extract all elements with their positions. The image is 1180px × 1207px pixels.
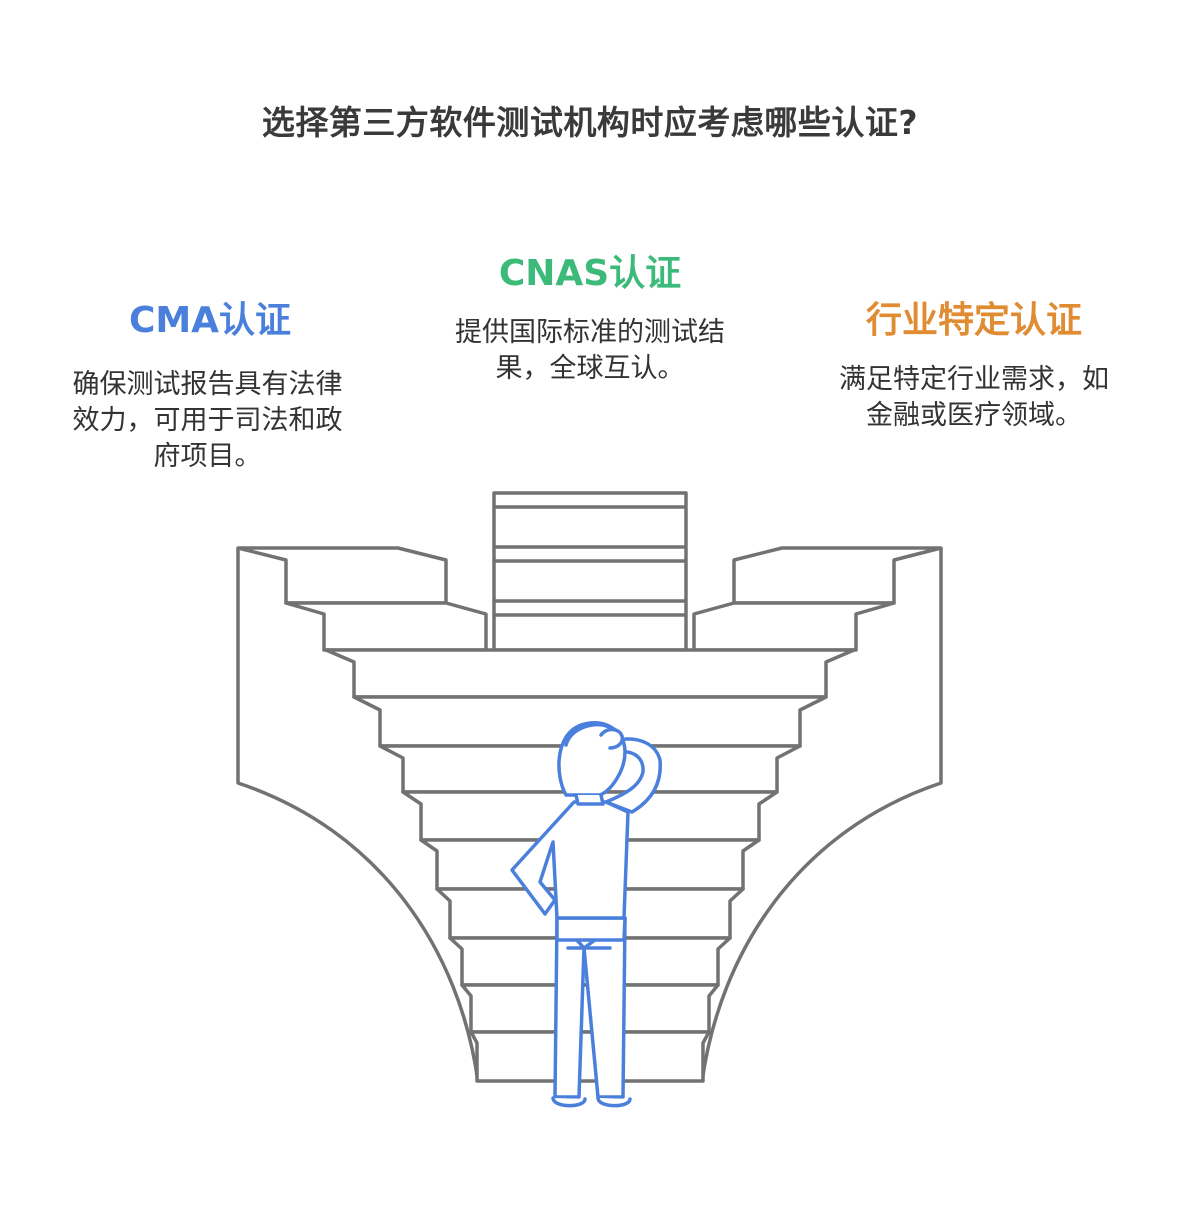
right-stair-top — [732, 546, 943, 605]
thinking-person-icon — [510, 721, 662, 1108]
cma-description: 确保测试报告具有法律 效力，可用于司法和政 府项目。 — [55, 367, 360, 475]
industry-description: 满足特定行业需求，如 金融或医疗领域。 — [818, 362, 1130, 434]
right-shoe — [596, 1096, 632, 1108]
cma-heading: CMA认证 — [128, 300, 292, 341]
industry-heading: 行业特定认证 — [865, 300, 1082, 341]
cma-description-line: 效力，可用于司法和政 — [72, 405, 343, 436]
funnel-step — [469, 1030, 711, 1083]
cnas-description: 提供国际标准的测试结 果，全球互认。 — [438, 315, 742, 387]
industry-description-line: 满足特定行业需求，如 — [839, 364, 1109, 395]
hand — [599, 727, 625, 750]
right-stair-step — [692, 601, 896, 652]
cnas-description-line: 提供国际标准的测试结 — [455, 317, 725, 348]
right-wall — [700, 548, 943, 1083]
page-title: 选择第三方软件测试机构时应考虑哪些认证? — [261, 103, 919, 142]
left-wall — [236, 548, 480, 1083]
industry-description-line: 金融或医疗领域。 — [866, 400, 1082, 431]
cma-description-line: 府项目。 — [153, 441, 262, 472]
cnas-heading: CNAS认证 — [498, 253, 682, 294]
left-stair-step — [284, 601, 488, 652]
funnel-step — [324, 648, 856, 699]
left-shoe — [551, 1096, 587, 1108]
left-stair-top — [236, 546, 448, 605]
center-stack-block — [492, 491, 688, 652]
neck — [574, 793, 605, 806]
cnas-description-line: 果，全球互认。 — [495, 353, 685, 384]
cma-description-line: 确保测试报告具有法律 — [72, 369, 343, 400]
left-leg — [553, 916, 586, 1099]
stairs-icon — [236, 491, 943, 1083]
waist — [555, 916, 627, 942]
